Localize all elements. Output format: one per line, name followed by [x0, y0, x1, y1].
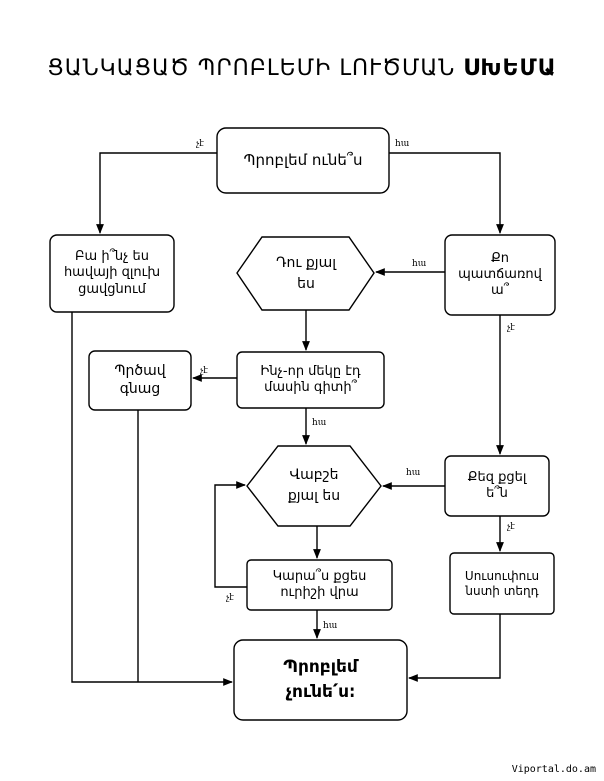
- edge-dontmess-end: [71, 312, 233, 686]
- label-blame-yes: հա: [323, 621, 338, 631]
- start-node: Պրոբլեմ ունե՞ս: [243, 151, 363, 170]
- label-fault-no: չէ: [507, 323, 515, 333]
- blame-other-node: Կարա՞ս քցես ուրիշի վրա: [272, 568, 367, 600]
- you-poor-node: Վաբշե քյալ ես: [287, 467, 341, 504]
- label-start-yes: հա: [395, 139, 410, 149]
- dont-mess-node: Բա ի՞նչ ես հավայի զլուխ ցավցնում: [63, 249, 161, 297]
- label-knows-down: հա: [312, 418, 327, 428]
- hide-box: [449, 552, 555, 615]
- your-fault-node: Քո պատճառով ա՞: [458, 250, 542, 299]
- title-text: ՑԱՆԿԱՑԱԾ ՊՐՈԲԼԵՄԻ ԼՈՒԾՄԱՆ: [47, 56, 464, 81]
- label-start-no: չէ: [196, 139, 204, 149]
- title-bold-text: ՍԽԵՄԱ: [463, 56, 557, 81]
- start-box: [216, 127, 390, 194]
- watermark: Viportal.do.am: [511, 764, 596, 775]
- edge-start-yes: [389, 152, 504, 234]
- can-blame-node: Քեզ քցել ե՞ն: [467, 469, 527, 501]
- diagram-title: ՑԱՆԿԱՑԱԾ ՊՐՈԲԼԵՄԻ ԼՈՒԾՄԱՆ ՍԽԵՄԱ: [0, 56, 604, 81]
- anyone-knows-node: Ինչ-որ մեկը էդ մասին գիտի՞: [260, 363, 361, 395]
- screwed-node: Պրծավ գնաց: [114, 363, 166, 397]
- you-messed-hexagon: [236, 236, 375, 311]
- anyone-knows-box: [236, 351, 385, 409]
- label-knows-yes: չէ: [200, 366, 208, 376]
- label-canblame-no: չէ: [507, 522, 515, 532]
- you-messed-node: Դու քյալ ես: [275, 254, 337, 292]
- no-problem-node: Պրոբլեմ չունե՛ս։: [283, 656, 358, 703]
- you-poor-hexagon: [246, 445, 382, 527]
- edge-hide-end: [408, 614, 501, 682]
- label-fault-yes: հա: [412, 259, 427, 269]
- label-canblame-yes: հա: [406, 468, 421, 478]
- blame-other-box: [246, 559, 393, 611]
- edge-start-no: [96, 152, 217, 234]
- hide-node: Սուսուփուս նստի տեղդ: [464, 568, 540, 598]
- screwed-box: [88, 350, 192, 411]
- label-blame-no: չէ: [226, 593, 234, 603]
- edge-blame-no: [214, 481, 247, 588]
- dont-mess-box: [49, 234, 175, 313]
- no-problem-box: [233, 639, 408, 721]
